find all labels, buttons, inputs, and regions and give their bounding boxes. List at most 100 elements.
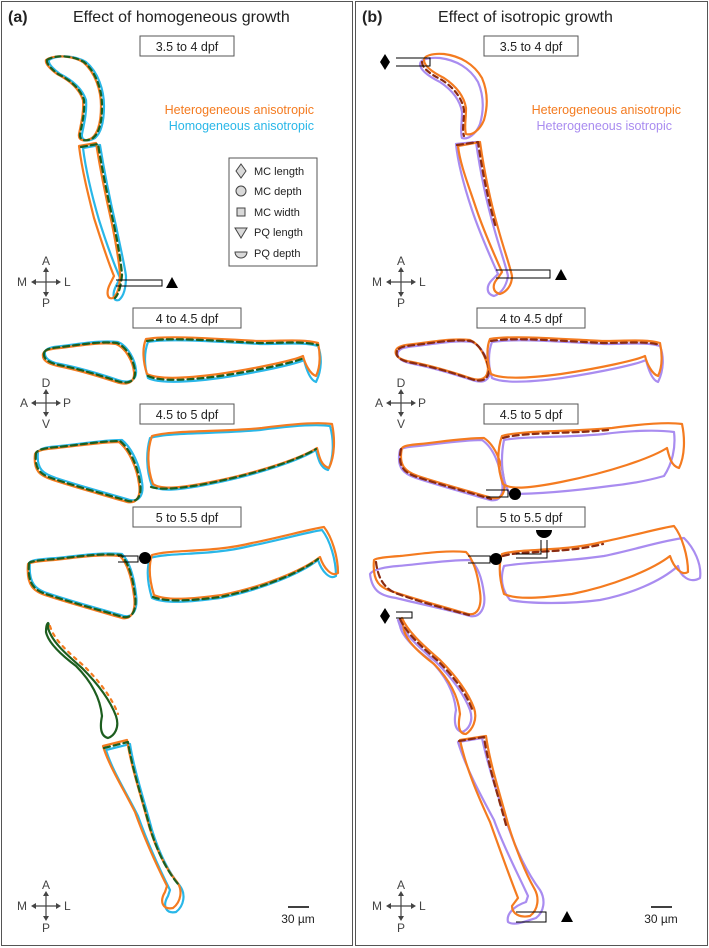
- stage-box-a4: [132, 506, 242, 528]
- pq-depth-marker-b: [516, 530, 552, 559]
- mc-depth-marker-a: [118, 552, 151, 564]
- compass-a-mid-a: A: [20, 396, 28, 410]
- outline-b-s2-right: [486, 336, 664, 384]
- compass-b-bottom-l: L: [419, 899, 426, 913]
- stage-label-b3: 4.5 to 5 dpf: [500, 408, 563, 422]
- mc-depth-marker-b-s3: [486, 488, 521, 500]
- legend-b-series1: Heterogeneous anisotropic: [532, 103, 681, 117]
- key-mc-width: MC width: [254, 207, 300, 219]
- triangle-marker-icon: [166, 277, 178, 288]
- compass-b-top-p: P: [397, 296, 405, 310]
- measurement-key: MC length MC depth MC width PQ length PQ…: [228, 157, 318, 267]
- outline-b-s1-lower: [454, 140, 514, 298]
- stage-box-a3: [139, 403, 235, 425]
- diamond-marker-icon-b2: [380, 608, 390, 624]
- semicircle-icon: [234, 251, 248, 259]
- compass-a-bottom-m: M: [17, 899, 27, 913]
- scale-bar-b-label: 30 µm: [644, 912, 678, 926]
- diamond-marker-icon: [380, 54, 390, 70]
- legend-b-series2: Heterogeneous isotropic: [537, 119, 673, 133]
- compass-b-bottom-p: P: [397, 921, 405, 935]
- outline-a-s4-lower: [101, 738, 185, 914]
- compass-a-top-m: M: [17, 275, 27, 289]
- panel-a-frame: [1, 1, 353, 946]
- compass-a-top: A P M L: [17, 254, 71, 310]
- panel-b-letter: (b): [362, 9, 382, 26]
- stage-label-a1: 3.5 to 4 dpf: [156, 40, 219, 54]
- pq-length-marker-a: [116, 277, 178, 288]
- panel-a: 3.5 to 4 dpf 4 to 4.5 dpf 4.5 to 5 dpf 5…: [17, 35, 340, 935]
- compass-a-mid-p: P: [63, 396, 71, 410]
- mc-length-marker-b-bottom: [380, 608, 413, 624]
- outline-a-s3-left: [33, 438, 144, 504]
- stage-label-b2: 4 to 4.5 dpf: [500, 312, 563, 326]
- triangle-marker-icon-b2: [561, 911, 573, 922]
- stage-label-b4: 5 to 5.5 dpf: [500, 511, 563, 525]
- outline-a-s3-right: [146, 422, 336, 491]
- compass-b-top-l: L: [419, 275, 426, 289]
- compass-a-mid: D V A P: [20, 376, 71, 431]
- compass-a-top-a: A: [42, 254, 50, 268]
- outline-b-s4-upper: [396, 616, 477, 736]
- mc-depth-marker-b-s4: [468, 553, 502, 565]
- compass-a-mid-d: D: [42, 376, 51, 390]
- key-mc-depth: MC depth: [254, 186, 302, 198]
- outline-a-s4-upper: [44, 622, 120, 740]
- panel-a-letter: (a): [8, 9, 28, 26]
- panel-b-title: Effect of isotropic growth: [438, 9, 613, 26]
- circle-marker-icon: [139, 552, 151, 564]
- compass-a-bottom-l: L: [64, 899, 71, 913]
- stage-box-b3: [483, 403, 579, 425]
- compass-a-top-l: L: [64, 275, 71, 289]
- pq-length-marker-b-bottom: [516, 911, 573, 923]
- compass-b-bottom-a: A: [397, 878, 405, 892]
- compass-b-top: A P M L: [372, 254, 426, 310]
- compass-b-bottom-m: M: [372, 899, 382, 913]
- diamond-icon: [235, 163, 247, 179]
- scale-bar-a-label: 30 µm: [281, 912, 315, 926]
- outline-b-s1-upper: [418, 52, 488, 140]
- outline-b-s4-right: [498, 524, 702, 605]
- stage-box-a2: [132, 307, 242, 329]
- triangle-marker-icon-b: [555, 269, 567, 280]
- outline-a-s2-left: [41, 340, 138, 385]
- stage-label-a3: 4.5 to 5 dpf: [156, 408, 219, 422]
- pq-length-marker-b-top: [496, 269, 567, 280]
- stage-label-a2: 4 to 4.5 dpf: [156, 312, 219, 326]
- key-pq-depth: PQ depth: [254, 248, 300, 260]
- outline-b-s4-lower: [456, 734, 545, 925]
- compass-a-bottom: A P M L: [17, 878, 71, 935]
- mc-length-marker-b-top: [380, 54, 431, 70]
- compass-a-top-p: P: [42, 296, 50, 310]
- outline-a-s1-lower: [77, 141, 128, 302]
- panel-a-title: Effect of homogeneous growth: [73, 9, 290, 26]
- compass-b-mid-v: V: [397, 417, 405, 431]
- stage-box-b2: [476, 307, 586, 329]
- compass-b-mid-a: A: [375, 396, 383, 410]
- square-icon: [236, 207, 246, 217]
- key-pq-length: PQ length: [254, 227, 303, 239]
- outline-b-s2-left: [394, 338, 492, 383]
- measurement-key-box: [228, 157, 318, 267]
- stage-box-a1: [139, 35, 235, 57]
- legend-a-series2: Homogeneous anisotropic: [169, 119, 314, 133]
- outline-a-s4-left: [26, 552, 138, 620]
- circle-marker-icon-b1: [509, 488, 521, 500]
- stage-box-b1: [483, 35, 579, 57]
- compass-b-top-a: A: [397, 254, 405, 268]
- panel-b: 3.5 to 4 dpf 4 to 4.5 dpf 4.5 to 5 dpf 5…: [368, 35, 702, 935]
- stage-label-a4: 5 to 5.5 dpf: [156, 511, 219, 525]
- outline-b-s3-left: [397, 436, 506, 502]
- outline-a-s2-right: [142, 336, 322, 384]
- outline-b-s3-right: [497, 422, 686, 496]
- compass-a-bottom-a: A: [42, 878, 50, 892]
- compass-b-bottom: A P M L: [372, 878, 426, 935]
- compass-b-mid: D V A P: [375, 376, 426, 431]
- outline-a-s1-upper: [44, 55, 106, 142]
- semicircle-marker-icon: [536, 530, 552, 538]
- stage-label-b1: 3.5 to 4 dpf: [500, 40, 563, 54]
- key-mc-length: MC length: [254, 166, 304, 178]
- circle-icon: [235, 185, 247, 197]
- stage-box-b4: [476, 506, 586, 528]
